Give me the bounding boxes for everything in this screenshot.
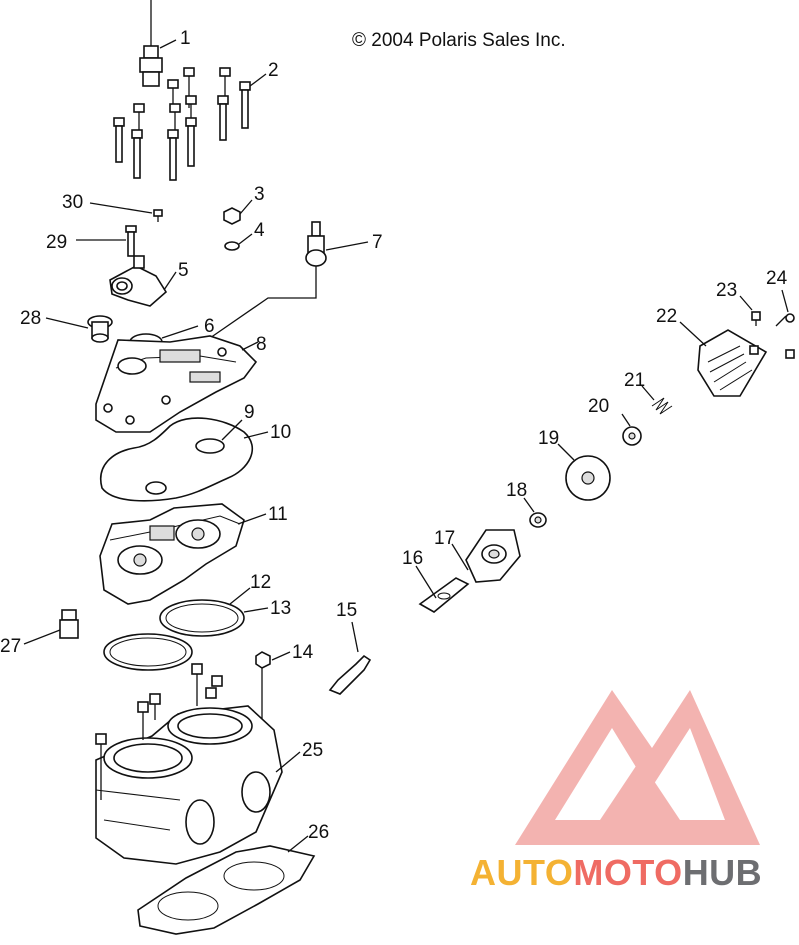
part-29-bolt: [76, 225, 137, 257]
part-22-pump-cover: [679, 321, 768, 397]
callout-24: 24: [766, 268, 788, 289]
callout-26: 26: [308, 822, 329, 843]
callout-27: 27: [0, 636, 21, 657]
part-26-base-gasket: [137, 835, 316, 935]
callout-25: 25: [302, 740, 323, 761]
part-18-seal: [523, 497, 547, 528]
callout-1: 1: [180, 28, 191, 49]
part-5-thermostat-housing: [109, 255, 177, 307]
part-2-bolts: [113, 67, 267, 181]
part-21-spring: [641, 385, 673, 415]
part-24-screw: [749, 289, 795, 359]
part-30-screw: [89, 202, 163, 222]
callout-16: 16: [402, 548, 423, 569]
part-16-gasket: [415, 565, 470, 613]
callout-28: 28: [20, 308, 41, 329]
callout-13: 13: [270, 598, 291, 619]
callout-20: 20: [588, 396, 609, 417]
watermark-part-hub: HUB: [682, 852, 763, 893]
part-20-gear: [621, 413, 642, 446]
part-28-thermostat: [45, 315, 113, 343]
part-11-cylinder-head: [99, 503, 267, 605]
callout-22: 22: [656, 306, 677, 327]
callout-12: 12: [250, 572, 271, 593]
callout-8: 8: [256, 334, 267, 355]
part-ring-gasket-lower: [103, 633, 193, 671]
part-17-pump-housing: [451, 529, 521, 583]
callout-2: 2: [268, 60, 279, 81]
watermark-part-auto: AUTO: [470, 852, 574, 893]
callout-7: 7: [372, 232, 383, 253]
callout-17: 17: [434, 528, 455, 549]
callout-6: 6: [204, 316, 215, 337]
part-3-nut: [223, 199, 253, 225]
part-15-spark-plug: [328, 621, 372, 695]
copyright-text: © 2004 Polaris Sales Inc.: [352, 30, 566, 51]
callout-19: 19: [538, 428, 559, 449]
part-1-sensor: [139, 0, 177, 87]
part-25-cylinder-block: [95, 663, 301, 865]
block-studs: [95, 663, 223, 800]
callout-10: 10: [270, 422, 291, 443]
part-14-nut: [255, 651, 291, 722]
callout-3: 3: [254, 184, 265, 205]
callout-4: 4: [254, 220, 265, 241]
callout-18: 18: [506, 480, 527, 501]
callout-15: 15: [336, 600, 357, 621]
callout-9: 9: [244, 402, 255, 423]
part-19-impeller: [557, 443, 611, 501]
callout-30: 30: [62, 192, 83, 213]
part-7-sensor: [209, 221, 369, 339]
callout-14: 14: [292, 642, 314, 663]
part-27-fitting: [23, 609, 79, 645]
callout-5: 5: [178, 260, 189, 281]
part-23-screw: [739, 295, 761, 326]
callout-29: 29: [46, 232, 67, 253]
watermark-text: AUTOMOTOHUB: [470, 852, 762, 894]
callout-11: 11: [268, 504, 288, 525]
part-10-gasket: [99, 417, 269, 502]
watermark-part-moto: MOTO: [573, 852, 683, 893]
callout-labels: 1 2 30 3 29 4 7 5 28 6 8 9 10 11 12 13 2…: [0, 28, 788, 843]
part-13-ring-gasket: [159, 587, 269, 637]
watermark-logo-icon: [515, 690, 760, 845]
callout-23: 23: [716, 280, 737, 301]
part-4-washer: [224, 233, 253, 251]
callout-21: 21: [624, 370, 645, 391]
part-8-head-cover: [95, 335, 259, 433]
